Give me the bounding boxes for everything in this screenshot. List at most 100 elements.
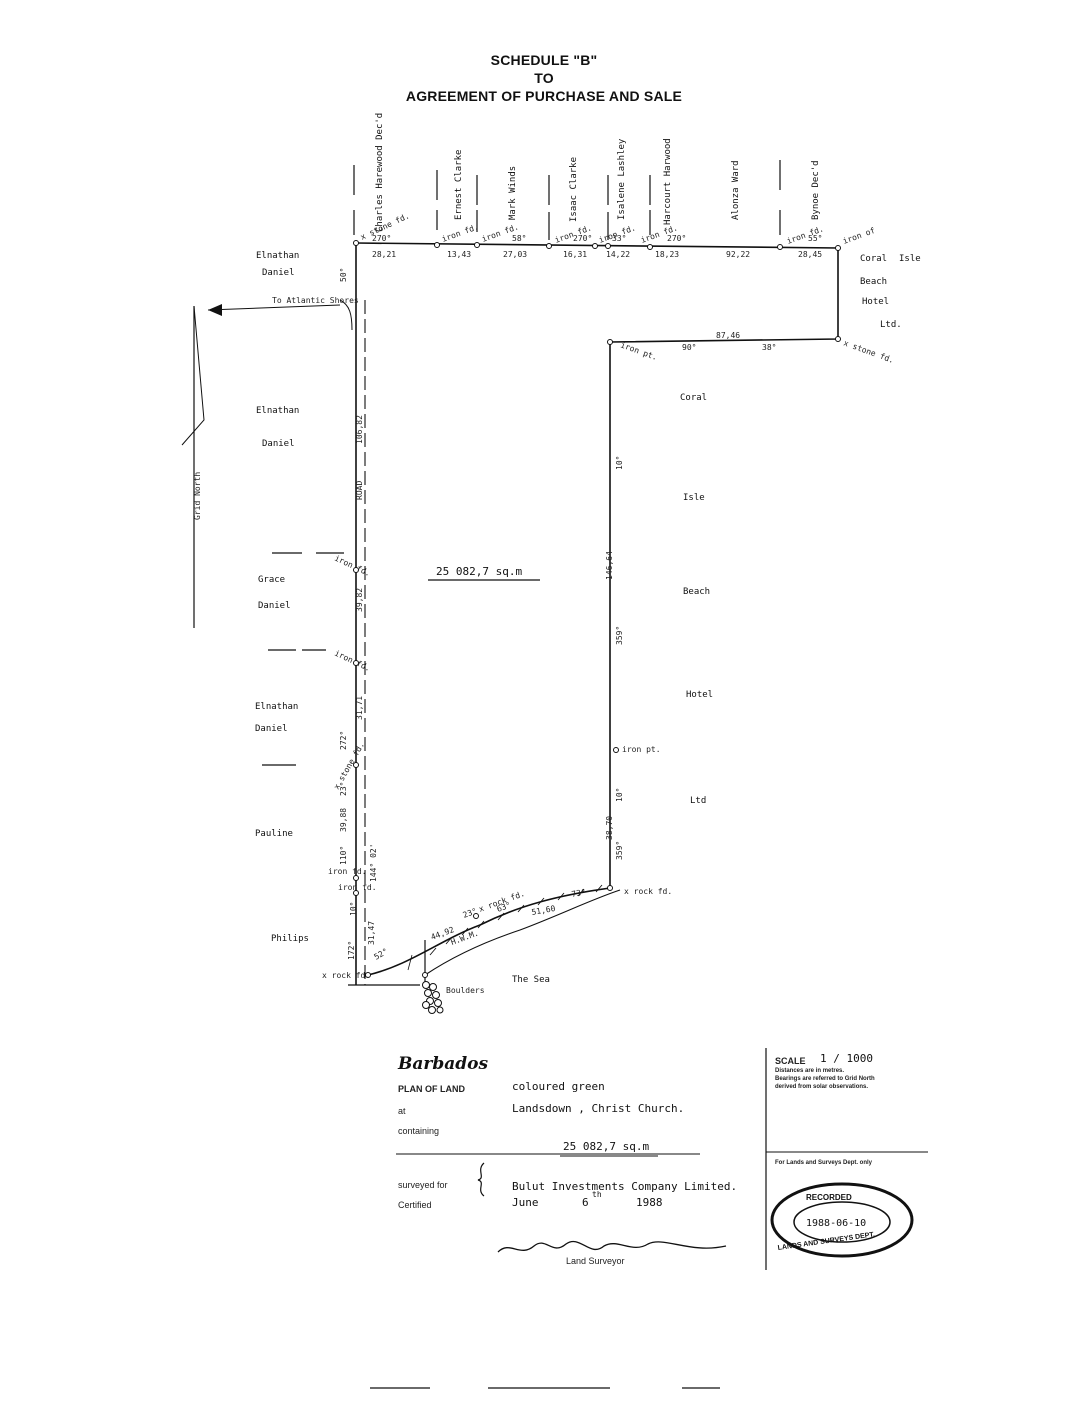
shore-hatch: [429, 884, 603, 956]
scale-label: SCALE: [775, 1056, 806, 1066]
schedule-title: SCHEDULE "B": [490, 52, 598, 68]
area-label: 25 082,7 sq.m: [436, 565, 522, 578]
at-label: at: [398, 1106, 406, 1116]
bearing-top-4: 33°: [612, 234, 626, 243]
dept-label: For Lands and Surveys Dept. only: [775, 1160, 873, 1166]
owner-right-5: Ltd.: [880, 320, 902, 330]
owner-top-5: Isalene Lashley: [617, 138, 627, 220]
bearing-right-3: 10°: [615, 788, 624, 802]
schedule-subtitle: AGREEMENT OF PURCHASE AND SALE: [405, 88, 683, 104]
mark-iron-of: iron of: [842, 226, 877, 246]
dist-left-3: 31,71: [355, 696, 364, 720]
dist-top-4: 16,31: [563, 250, 587, 259]
surveyor-label: Land Surveyor: [566, 1256, 625, 1266]
mark-rock-bottom-left: x rock fd.: [322, 971, 370, 980]
recorded-stamp: [770, 1182, 914, 1258]
bearing-left-8: 144° 02': [369, 843, 378, 882]
bearing-left-6: 172°: [347, 941, 356, 960]
bearing-top-3: 270°: [573, 234, 592, 243]
dist-top-1: 28,21: [372, 250, 396, 259]
mark-stone-r: x stone fd.: [842, 338, 895, 365]
scale-value: 1 / 1000: [820, 1052, 873, 1065]
dist-left-1: 106,82: [355, 415, 364, 444]
mark-iron-left-3: iron fd.: [328, 867, 367, 876]
dist-top-5: 14,22: [606, 250, 630, 259]
bearing-shore-3: 73°: [571, 888, 587, 899]
owner-top-3: Mark Winds: [508, 166, 518, 220]
top-dividers: [353, 160, 781, 240]
bearing-left-7: 52°: [373, 947, 390, 962]
dist-top-2: 13,43: [447, 250, 471, 259]
bearing-left-5: 10°: [349, 902, 358, 916]
dist-right-long: 146,64: [605, 551, 614, 580]
dist-top-6: 18,23: [655, 250, 679, 259]
dist-shore-2: 51,60: [531, 904, 556, 917]
road-name: ROAD: [355, 481, 364, 500]
owner-right-10: Ltd: [690, 796, 706, 806]
hwm-line: [424, 889, 621, 976]
surveyed-for-value: Bulut Investments Company Limited.: [512, 1180, 738, 1193]
owner-right-7: Isle: [683, 493, 705, 503]
mark-iron-left-4: iron fd.: [338, 883, 377, 892]
boulders-icon: [422, 981, 444, 1014]
owner-left-2: Daniel: [262, 268, 295, 278]
mark-iron-pt-2: iron pt.: [622, 745, 661, 754]
bearing-top-6: 55°: [808, 234, 822, 243]
owner-right-9: Hotel: [686, 690, 713, 700]
owner-right-2: Isle: [899, 254, 921, 264]
left-dividers: [262, 552, 344, 766]
stamp-footer: LANDS AND SURVEYS DEPT.: [777, 1231, 875, 1252]
owner-top-4: Isaac Clarke: [569, 157, 579, 222]
at-value: Landsdown , Christ Church.: [512, 1102, 685, 1115]
owner-top-6: Harcourt Harwood: [663, 138, 673, 225]
mark-iron-left-1: iron fd.: [333, 554, 372, 578]
owner-left-4: Daniel: [262, 439, 295, 449]
bearing-left-4: 110°: [339, 846, 348, 865]
owner-right-8: Beach: [683, 587, 710, 597]
owner-left-1: Elnathan: [256, 251, 299, 261]
boundary: [355, 242, 839, 985]
surveyor-signature: [497, 1241, 727, 1253]
dist-top-8: 28,45: [798, 250, 822, 259]
boulders-label: Boulders: [446, 986, 485, 995]
mark-stone-left: x stone fd.: [332, 741, 366, 791]
dist-left-5: 31,47: [367, 921, 376, 945]
bearing-right-top: 90°: [682, 343, 696, 352]
grid-north-label: Grid North: [193, 472, 202, 520]
certified-day-suffix: th: [592, 1190, 602, 1199]
sea-label: The Sea: [512, 975, 550, 985]
dist-right-short: 38,70: [605, 816, 614, 840]
owner-left-10: Philips: [271, 934, 309, 944]
owner-right-6: Coral: [680, 393, 707, 403]
dist-inner-top: 87,46: [716, 331, 740, 340]
road-arrow: [207, 304, 341, 316]
owner-left-6: Daniel: [258, 601, 291, 611]
certified-year: 1988: [636, 1196, 663, 1209]
mark-iron-left-2: iron fd.: [333, 649, 372, 673]
bearing-left-1: 50°: [339, 268, 348, 282]
containing-value: 25 082,7 sq.m: [563, 1140, 650, 1153]
owner-right-4: Hotel: [862, 297, 889, 307]
dist-top-3: 27,03: [503, 250, 527, 259]
mark-iron-pt: iron pt.: [619, 340, 658, 362]
mark-rock-fd: x rock fd.: [624, 887, 672, 896]
surveyed-for-label: surveyed for: [398, 1180, 448, 1190]
owner-left-5: Grace: [258, 575, 285, 585]
containing-label: containing: [398, 1126, 440, 1136]
stamp-date: 1988-06-10: [806, 1218, 866, 1229]
plan-of-land-value: coloured green: [512, 1080, 605, 1093]
owner-left-3: Elnathan: [256, 406, 299, 416]
owner-top-1: Charles Harewood Dec'd: [375, 113, 385, 232]
owner-top-2: Ernest Clarke: [454, 150, 464, 220]
bearing-right-2: 359°: [615, 626, 624, 645]
bearing-top-1: 270°: [372, 234, 391, 243]
dist-left-4: 39,88: [339, 808, 348, 832]
barbados-brand: Barbados: [398, 1054, 489, 1074]
dist-top-7: 92,22: [726, 250, 750, 259]
bearing-top-2: 58°: [512, 234, 526, 243]
grid-north-arrow: [181, 305, 205, 628]
bearing-right-top2: 38°: [762, 343, 776, 352]
stamp-text: RECORDED: [806, 1193, 852, 1202]
survey-points: [353, 240, 841, 978]
